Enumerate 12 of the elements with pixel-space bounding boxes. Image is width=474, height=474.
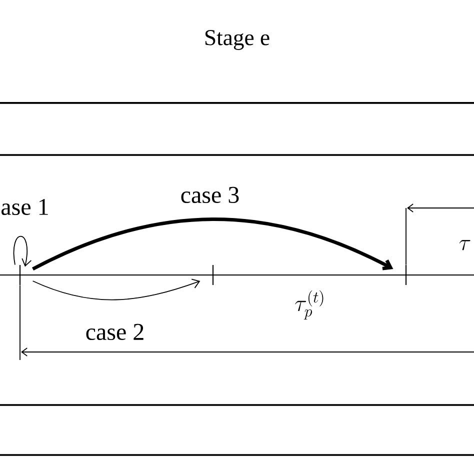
dimension-label: $\tau_p^{(t)}$ [295, 290, 324, 320]
edge-label: case 2 [86, 324, 144, 340]
edge-label: case 3 [181, 186, 239, 204]
title: Stage e [205, 30, 270, 50]
dimension-label: $\tau$ [459, 240, 470, 250]
tick-mark [19, 265, 21, 285]
edge-label: ase 1 [2, 198, 48, 216]
tick-mark [212, 265, 214, 285]
arrow [32, 218, 394, 271]
tick-mark [405, 265, 407, 285]
arrow [13, 236, 32, 267]
arrow [32, 278, 200, 300]
